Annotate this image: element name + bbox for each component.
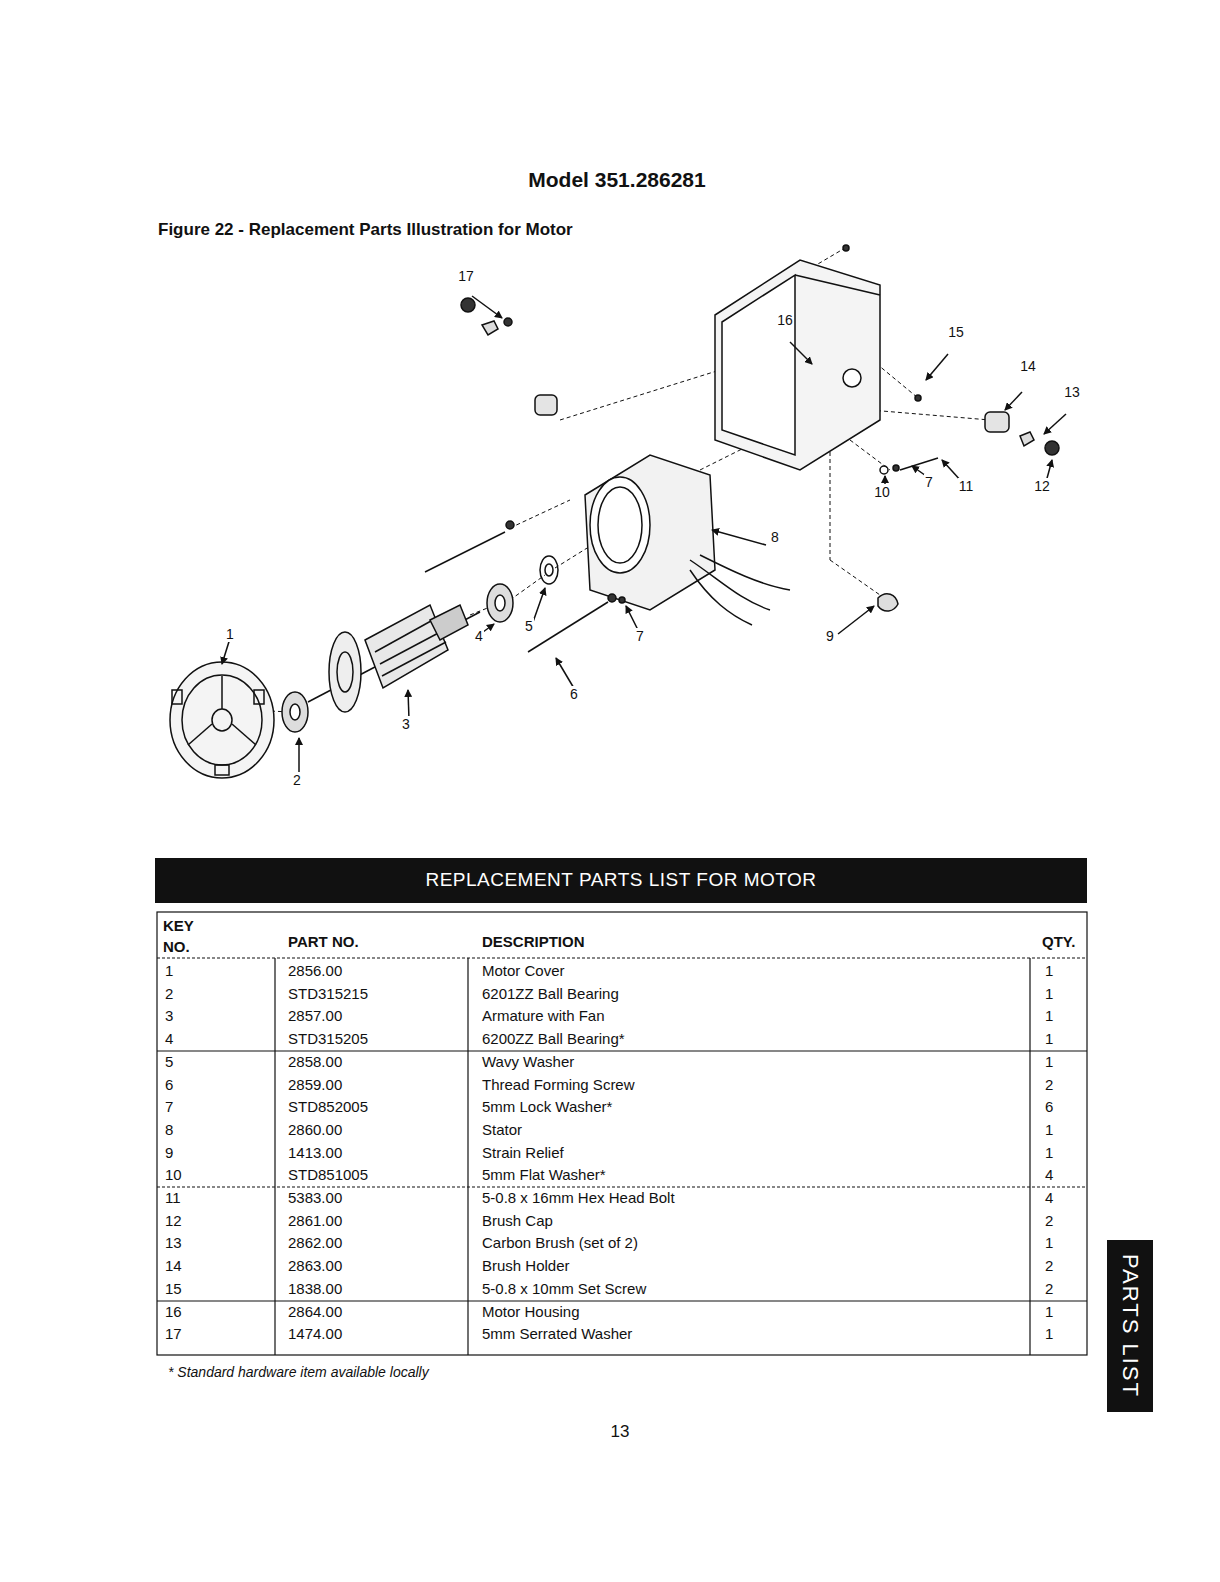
table-cell: 1 — [1045, 1324, 1053, 1344]
table-cell: 4 — [1045, 1165, 1053, 1185]
table-cell: 3 — [165, 1006, 173, 1026]
table-cell: 12 — [165, 1211, 182, 1231]
callout-number: 10 — [873, 484, 891, 500]
table-cell: STD852005 — [288, 1097, 368, 1117]
callout-number: 2 — [292, 772, 302, 788]
table-cell: 17 — [165, 1324, 182, 1344]
callout-number: 6 — [569, 686, 579, 702]
table-cell: 5-0.8 x 10mm Set Screw — [482, 1279, 646, 1299]
callout-number: 9 — [825, 628, 835, 644]
table-cell: Thread Forming Screw — [482, 1075, 635, 1095]
table-cell: 4 — [1045, 1188, 1053, 1208]
tab-label: PARTS LIST — [1117, 1254, 1143, 1398]
table-cell: Carbon Brush (set of 2) — [482, 1233, 638, 1253]
table-cell: 1 — [1045, 1029, 1053, 1049]
table-cell: 15 — [165, 1279, 182, 1299]
table-cell: 2862.00 — [288, 1233, 342, 1253]
table-cell: 2 — [1045, 1211, 1053, 1231]
table-cell: 4 — [165, 1029, 173, 1049]
table-cell: 2864.00 — [288, 1302, 342, 1322]
figure-caption: Figure 22 - Replacement Parts Illustrati… — [158, 220, 573, 240]
table-cell: 1 — [1045, 984, 1053, 1004]
table-cell: 2858.00 — [288, 1052, 342, 1072]
table-cell: 2859.00 — [288, 1075, 342, 1095]
table-cell: 10 — [165, 1165, 182, 1185]
callout-number: 11 — [958, 478, 975, 494]
table-heading: REPLACEMENT PARTS LIST FOR MOTOR — [425, 869, 816, 891]
callout-number: 12 — [1033, 478, 1051, 494]
table-cell: 6 — [1045, 1097, 1053, 1117]
callout-number: 15 — [947, 324, 965, 340]
table-cell: Stator — [482, 1120, 522, 1140]
table-cell: 1 — [1045, 1233, 1053, 1253]
table-cell: 14 — [165, 1256, 182, 1276]
table-cell: 5383.00 — [288, 1188, 342, 1208]
table-cell: 9 — [165, 1143, 173, 1163]
table-cell: Motor Cover — [482, 961, 565, 981]
table-header-band: REPLACEMENT PARTS LIST FOR MOTOR — [155, 858, 1087, 903]
table-cell: 1 — [1045, 1143, 1053, 1163]
table-cell: 6201ZZ Ball Bearing — [482, 984, 619, 1004]
table-cell: 1 — [1045, 1052, 1053, 1072]
table-cell: STD315205 — [288, 1029, 368, 1049]
table-cell: 1838.00 — [288, 1279, 342, 1299]
callout-number: 13 — [1063, 384, 1081, 400]
table-cell: Strain Relief — [482, 1143, 564, 1163]
callout-number: 1 — [225, 626, 235, 642]
table-cell: 16 — [165, 1302, 182, 1322]
table-cell: Brush Holder — [482, 1256, 570, 1276]
column-header: PART NO. — [288, 931, 359, 952]
table-cell: 5mm Lock Washer* — [482, 1097, 612, 1117]
table-cell: Wavy Washer — [482, 1052, 574, 1072]
table-cell: 1 — [1045, 961, 1053, 981]
table-cell: Brush Cap — [482, 1211, 553, 1231]
page-number: 13 — [611, 1422, 630, 1442]
callout-number: 7 — [635, 628, 645, 644]
table-cell: 2863.00 — [288, 1256, 342, 1276]
page-title: Model 351.286281 — [528, 168, 705, 192]
callout-number: 8 — [770, 529, 780, 545]
table-cell: 1413.00 — [288, 1143, 342, 1163]
table-cell: 5-0.8 x 16mm Hex Head Bolt — [482, 1188, 675, 1208]
table-cell: 2860.00 — [288, 1120, 342, 1140]
callout-number: 7 — [924, 474, 934, 490]
callout-number: 14 — [1019, 358, 1037, 374]
callout-number: 16 — [776, 312, 794, 328]
table-cell: 2861.00 — [288, 1211, 342, 1231]
table-cell: 2 — [1045, 1075, 1053, 1095]
footnote: * Standard hardware item available local… — [168, 1364, 429, 1380]
callout-number: 5 — [524, 618, 534, 634]
side-tab: PARTS LIST — [1107, 1240, 1153, 1412]
table-cell: STD315215 — [288, 984, 368, 1004]
callout-number: 17 — [457, 268, 475, 284]
table-cell: 5 — [165, 1052, 173, 1072]
callout-number: 3 — [401, 716, 411, 732]
table-cell: 1 — [165, 961, 173, 981]
table-cell: 5mm Flat Washer* — [482, 1165, 606, 1185]
column-header: QTY. — [1042, 931, 1075, 952]
table-cell: 6 — [165, 1075, 173, 1095]
table-cell: 8 — [165, 1120, 173, 1140]
table-cell: 7 — [165, 1097, 173, 1117]
table-cell: 2 — [1045, 1256, 1053, 1276]
table-cell: 2856.00 — [288, 961, 342, 981]
table-cell: 2 — [1045, 1279, 1053, 1299]
callout-number: 4 — [474, 628, 484, 644]
table-cell: 11 — [165, 1188, 181, 1208]
table-cell: 1 — [1045, 1302, 1053, 1322]
table-cell: 1 — [1045, 1006, 1053, 1026]
table-cell: STD851005 — [288, 1165, 368, 1185]
table-cell: 5mm Serrated Washer — [482, 1324, 632, 1344]
table-cell: 2857.00 — [288, 1006, 342, 1026]
table-cell: 1 — [1045, 1120, 1053, 1140]
table-cell: 2 — [165, 984, 173, 1004]
table-cell: 13 — [165, 1233, 182, 1253]
table-cell: 6200ZZ Ball Bearing* — [482, 1029, 625, 1049]
table-cell: Armature with Fan — [482, 1006, 605, 1026]
column-header: DESCRIPTION — [482, 931, 585, 952]
column-header: KEY NO. — [163, 915, 205, 957]
table-cell: Motor Housing — [482, 1302, 580, 1322]
table-cell: 1474.00 — [288, 1324, 342, 1344]
